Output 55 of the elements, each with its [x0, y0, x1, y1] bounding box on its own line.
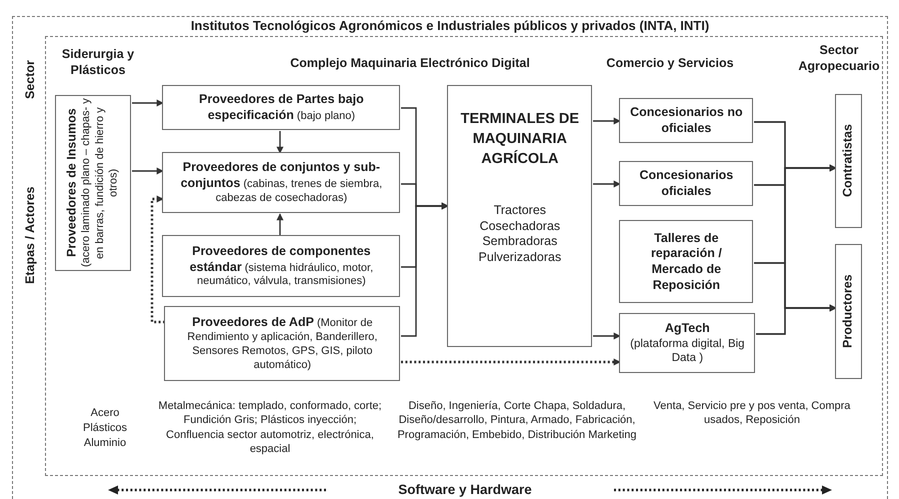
process-box — [162, 235, 400, 298]
note-text: Plásticos — [82, 421, 128, 436]
box-text: Tractores — [494, 203, 546, 219]
arrow — [756, 304, 837, 335]
note-text: Diseño, Ingeniería, Corte Chapa, Soldadura, Diseño/desarrollo, Pintura, Armado, Fabricación, Programación, Embebido, Distribución Marketing — [396, 399, 638, 442]
column-heading: Sector Agropecuario — [797, 42, 881, 74]
process-box — [835, 244, 862, 380]
box-title: Productores — [841, 275, 856, 349]
process-box — [55, 95, 132, 272]
arrow — [276, 131, 284, 154]
box-text: Sembradoras — [482, 234, 558, 250]
box-title: Proveedores de Insumos — [64, 109, 80, 258]
column-heading: Complejo Maquinaria Electrónico Digital — [289, 55, 531, 72]
box-title: Concesionarios oficiales — [638, 168, 734, 200]
process-box — [447, 85, 592, 348]
process-box — [619, 313, 756, 374]
process-box — [619, 220, 754, 304]
box-title: AgTech — [664, 321, 710, 337]
box-title: Contratistas — [841, 124, 856, 198]
box-title: Proveedores de AdP (Monitor de Rendimiento y aplicación, Banderillero, Sensores Remotos, GPS, GIS, piloto automático) — [186, 315, 378, 372]
box-title: Concesionarios no oficiales — [629, 105, 744, 136]
note-text: Acero — [90, 406, 120, 420]
arrow — [593, 180, 621, 188]
arrow — [132, 168, 164, 174]
box-title: Talleres de reparación / Mercado de Reposición — [650, 230, 723, 294]
column-heading: Siderurgia y Plásticos — [60, 46, 136, 78]
process-box — [835, 94, 862, 228]
note-text: Metalmecánica: templado, conformado, corte; Fundición Gris; Plásticos inyección; Confluencia sector automotriz, electrónica, espacial — [158, 399, 382, 456]
arrow — [401, 202, 449, 337]
process-box — [164, 306, 400, 382]
note-text: Aluminio — [82, 436, 128, 450]
arrow — [150, 196, 165, 324]
column-heading: Sector — [22, 59, 38, 102]
column-heading: Etapas / Actores — [22, 185, 38, 286]
column-heading: Comercio y Servicios — [605, 55, 735, 72]
box-text: (acero laminado plano – chapas- y en barras, fundición de hierro y otros) — [80, 98, 122, 270]
box-title: TERMINALES DE MAQUINARIA AGRÍCOLA — [460, 110, 580, 168]
box-text: Pulverizadoras — [478, 250, 562, 266]
column-heading: Software y Hardware — [397, 481, 533, 499]
arrow — [593, 332, 621, 340]
box-text: (plataforma digital, Big Data ) — [629, 336, 746, 366]
arrow — [593, 118, 621, 124]
process-box — [162, 85, 400, 130]
box-text: Cosechadoras — [480, 218, 560, 234]
box-title: Proveedores de conjuntos y sub-conjuntos (cabinas, trenes de siembra, cabezas de cosechadoras) — [180, 160, 384, 206]
process-box — [619, 98, 754, 144]
box-title: Institutos Tecnológicos Agronómicos e Industriales públicos y privados (INTA, INTI) — [190, 18, 710, 34]
box-title: Proveedores de Partes bajo especificación (bajo plano) — [198, 92, 365, 124]
process-box — [619, 161, 754, 206]
note-text: Venta, Servicio pre y pos venta, Compra usados, Reposición — [652, 399, 852, 428]
process-box — [162, 152, 400, 214]
arrow — [401, 358, 621, 366]
box-title: Proveedores de componentes estándar (sistema hidráulico, motor, neumático, válvula, transmisiones) — [188, 244, 374, 289]
arrow — [276, 213, 284, 236]
arrow — [132, 100, 164, 106]
